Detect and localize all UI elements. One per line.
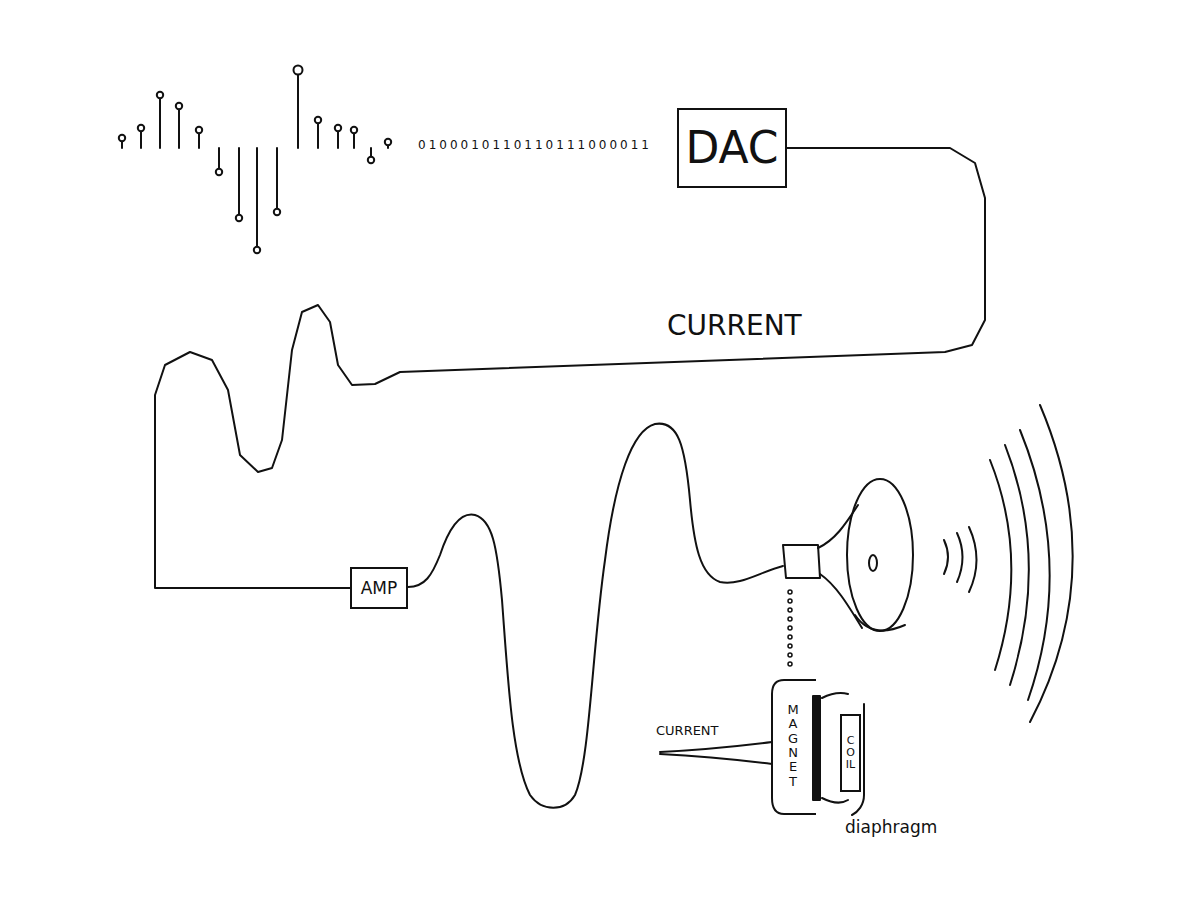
current-wire	[660, 742, 772, 752]
sample-dot	[315, 117, 321, 123]
amp-wire	[408, 424, 783, 808]
sample-dot	[254, 247, 260, 253]
sample-stem	[238, 148, 240, 218]
sample-dot	[196, 127, 202, 133]
dotted-leader	[788, 590, 792, 666]
speaker-dustcap	[869, 555, 877, 571]
converter-box: DAC	[677, 108, 787, 188]
sample-dot	[216, 169, 222, 175]
sample-stem	[297, 70, 299, 148]
sample-stem	[178, 106, 180, 148]
sample-dot	[385, 139, 391, 145]
sample-stem	[159, 95, 161, 148]
magnet-body: MAGNET	[770, 676, 816, 816]
sample-dot	[176, 103, 182, 109]
sample-dot	[138, 125, 144, 131]
coil-box: COIL	[840, 714, 861, 792]
sound-wave	[1005, 445, 1029, 685]
binary-stream: 0100010110110111000011	[416, 139, 654, 153]
part-name: diaphragm	[843, 818, 939, 838]
sound-wave	[957, 533, 963, 582]
speaker-cone	[818, 505, 862, 628]
sample-dot	[368, 157, 374, 163]
sample-dot	[294, 66, 303, 75]
node-text: MAGNET	[787, 703, 800, 789]
sample-dot	[274, 209, 280, 215]
sample-dot	[351, 127, 357, 133]
sound-wave	[990, 460, 1011, 670]
speaker-rim-shade	[855, 615, 905, 631]
sampled-waveform	[119, 66, 391, 254]
wire-connector	[155, 148, 985, 588]
magnet-outline-path	[772, 680, 816, 814]
sample-dot	[157, 92, 163, 98]
diaphragm-line	[822, 693, 864, 815]
sound-wave	[1020, 430, 1050, 700]
current-wire	[660, 754, 772, 764]
node-text: DAC	[685, 124, 778, 172]
sound-wave	[969, 527, 977, 592]
amplifier-box: AMP	[350, 567, 408, 609]
sample-dot	[335, 125, 341, 131]
sample-stem	[256, 148, 258, 250]
sound-wave	[944, 540, 948, 574]
sample-dot	[119, 135, 125, 141]
speaker-rim	[847, 479, 913, 631]
node-text: AMP	[361, 579, 398, 598]
sample-dot	[236, 215, 242, 221]
node-text: COIL	[845, 735, 856, 771]
signal-name: CURRENT	[654, 724, 721, 739]
sound-wave	[1030, 405, 1073, 722]
edge-label: CURRENT	[665, 310, 804, 342]
sample-stem	[276, 148, 278, 212]
speaker-neck	[783, 545, 820, 578]
magnet-pole	[813, 696, 820, 800]
